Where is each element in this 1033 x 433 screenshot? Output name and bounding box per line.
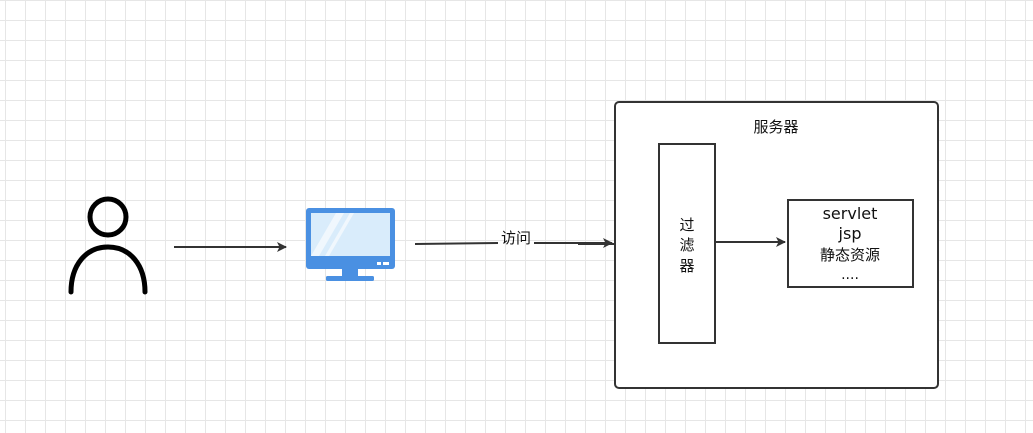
filter-label-line-2: 滤 [679, 236, 694, 254]
resources-box [787, 199, 914, 288]
resource-ellipsis: .... [841, 267, 859, 283]
server-label: 服务器 [753, 118, 798, 136]
filter-label-line-3: 器 [679, 257, 694, 275]
edge-label: 访问 [501, 229, 531, 247]
filter-box [658, 143, 716, 344]
arrow-computer-segment-1 [414, 242, 499, 245]
resource-static: 静态资源 [820, 246, 880, 264]
monitor-icon [306, 208, 395, 281]
filter-label-line-1: 过 [679, 216, 694, 234]
resource-servlet: servlet [823, 204, 878, 223]
resource-jsp: jsp [838, 224, 862, 243]
user-icon [68, 196, 148, 295]
